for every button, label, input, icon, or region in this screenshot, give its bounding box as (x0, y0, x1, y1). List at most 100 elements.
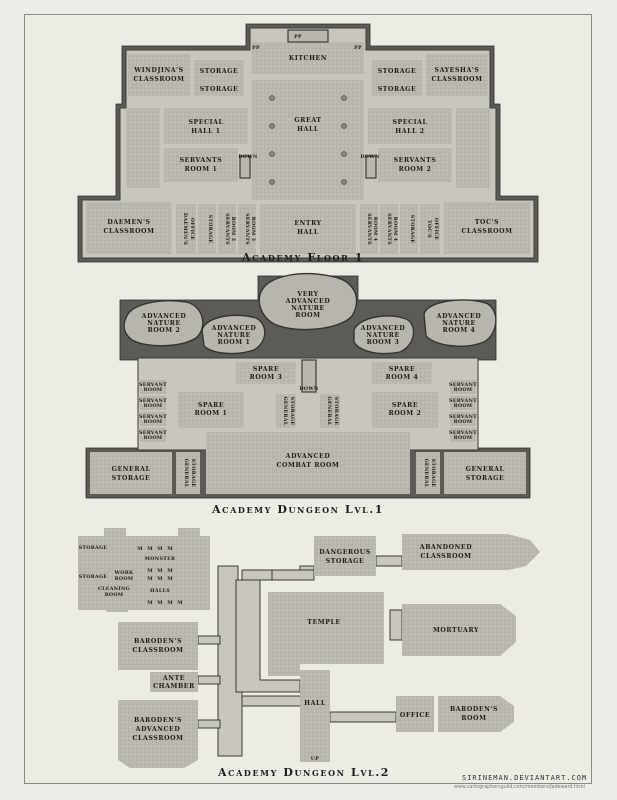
toc-label-1: TOC'S (475, 219, 499, 226)
monster-cells: M M M M M M M M M M M M M M (137, 546, 183, 606)
servants-room-3b (238, 204, 256, 254)
spare3-label-2: ROOM 3 (250, 374, 283, 381)
special2-label-1: SPECIAL (392, 119, 427, 126)
servant-room-label: ROOM (454, 435, 473, 441)
baroden-room-label-1: BARODEN'S (450, 706, 498, 713)
cell-m: M (177, 600, 183, 606)
cleaning-label-2: ROOM (105, 592, 124, 598)
dungeon1-title: Academy Dungeon Lvl.1 (212, 503, 385, 516)
special1-label-1: SPECIAL (188, 119, 223, 126)
dangerous-label-2: STORAGE (326, 558, 365, 565)
gen-storage-label-2: STORAGE (289, 397, 295, 426)
servant-room-label: ROOM (144, 387, 163, 393)
spare4-label-1: SPARE (389, 366, 415, 373)
cell-m: M (167, 546, 173, 552)
floor1-title: Academy Floor 1 (242, 251, 365, 264)
gen-storage-label-1: GENERAL (183, 459, 189, 488)
servant-room-label: ROOM (144, 435, 163, 441)
toc-office-label-2: OFFICE (433, 218, 439, 241)
servant-room-label: SERVANT (449, 414, 477, 420)
baroden-classroom (118, 622, 198, 670)
storage-label: STORAGE (200, 68, 239, 75)
baroden-adv-label-2: ADVANCED (135, 726, 181, 733)
gen-storage-e-label-2: STORAGE (466, 475, 505, 482)
sayesha-label-2: CLASSROOM (431, 76, 482, 83)
gen-storage-label-1: GENERAL (282, 397, 288, 426)
servant-room-label: SERVANT (449, 398, 477, 404)
advanced-nature-room-4 (423, 299, 497, 347)
adv4-label-2: NATURE (442, 320, 476, 327)
servants4b-label-2: ROOM 4 (392, 217, 398, 242)
baroden-room-label-2: ROOM (461, 715, 486, 722)
special-hall-2 (368, 108, 452, 144)
monster-label: MONSTER (145, 556, 176, 562)
special-hall-1 (164, 108, 248, 144)
artist-credit: SIRINEMAN.DEVIANTART.COM (462, 774, 588, 782)
gen-storage-label-2: STORAGE (190, 459, 196, 488)
cell-m: M (147, 546, 153, 552)
servants-room-1 (164, 148, 238, 182)
work-room-label-2: ROOM (115, 576, 134, 582)
spare4-label-2: ROOM 4 (386, 374, 419, 381)
spare2-label-2: ROOM 2 (389, 410, 422, 417)
dungeon2-title: Academy Dungeon Lvl.2 (218, 766, 391, 779)
great-hall-label-1: GREAT (294, 117, 321, 124)
advanced-nature-room-1 (201, 314, 266, 355)
temple-label: TEMPLE (307, 619, 341, 626)
servants4-label-1: SERVANTS (366, 213, 372, 245)
cell-m: M (167, 576, 173, 582)
general-storage (176, 452, 200, 494)
servants4b-label-1: SERVANTS (386, 213, 392, 245)
very-adv-label-3: NATURE (291, 305, 325, 312)
servant-room-label: ROOM (144, 419, 163, 425)
very-adv-label-4: ROOM (295, 312, 320, 319)
spare-room-3 (236, 362, 296, 384)
d1-down-label: DOWN (299, 386, 319, 392)
servants3b-label-2: ROOM 3 (250, 217, 256, 242)
spare-room-1 (178, 392, 244, 428)
mortuary-label: MORTUARY (433, 627, 479, 634)
servants3b-label-1: SERVANTS (244, 213, 250, 245)
servant-room-label: SERVANT (139, 430, 167, 436)
abandoned-label-1: ABANDONED (419, 544, 472, 551)
baroden-class-label-1: BARODEN'S (134, 638, 182, 645)
windjina-label-2: CLASSROOM (133, 76, 184, 83)
storage-label: STORAGE (378, 86, 417, 93)
storage-label: STORAGE (378, 68, 417, 75)
servant-room-label: SERVANT (449, 382, 477, 388)
stairs (239, 155, 251, 179)
dangerous-storage (314, 536, 376, 576)
storage-label: STORAGE (207, 215, 213, 244)
spare-room-2 (372, 392, 438, 428)
east-wing-hall (456, 108, 490, 188)
ante-label-1: ANTE (162, 675, 185, 682)
baroden-adv-label-1: BARODEN'S (134, 717, 182, 724)
servants2-label-2: ROOM 2 (399, 166, 432, 173)
abandoned-classroom (402, 534, 540, 570)
servants1-label-1: SERVANTS (180, 157, 223, 164)
cell-m: M (157, 546, 163, 552)
d2-storage-label: STORAGE (79, 574, 108, 580)
cell-m: M (147, 576, 153, 582)
entry-hall-label-1: ENTRY (294, 220, 321, 227)
west-wing-hall (126, 108, 160, 188)
credit-url: www.cartographersguild.com/members/Jadew… (454, 785, 585, 790)
daemen-classroom (86, 202, 172, 254)
servants-room-3 (218, 204, 236, 254)
servant-rooms-left: SERVANT ROOM SERVANT ROOM SERVANT ROOM S… (139, 380, 167, 442)
ante-chamber (150, 672, 198, 692)
gen-storage-label-2: STORAGE (333, 397, 339, 426)
spare3-label-1: SPARE (253, 366, 279, 373)
servants2-label-1: SERVANTS (394, 157, 437, 164)
combat-label-2: COMBAT ROOM (277, 462, 340, 469)
servants-room-4b (380, 204, 398, 254)
down-label: DOWN (238, 154, 258, 160)
servant-rooms-right: SERVANT ROOM SERVANT ROOM SERVANT ROOM S… (449, 380, 477, 442)
servant-room-label: ROOM (144, 403, 163, 409)
toc-label-2: CLASSROOM (461, 228, 512, 235)
hall-label: HALL (304, 700, 326, 707)
baroden-class-label-2: CLASSROOM (132, 647, 183, 654)
adv3-label-2: NATURE (366, 332, 400, 339)
